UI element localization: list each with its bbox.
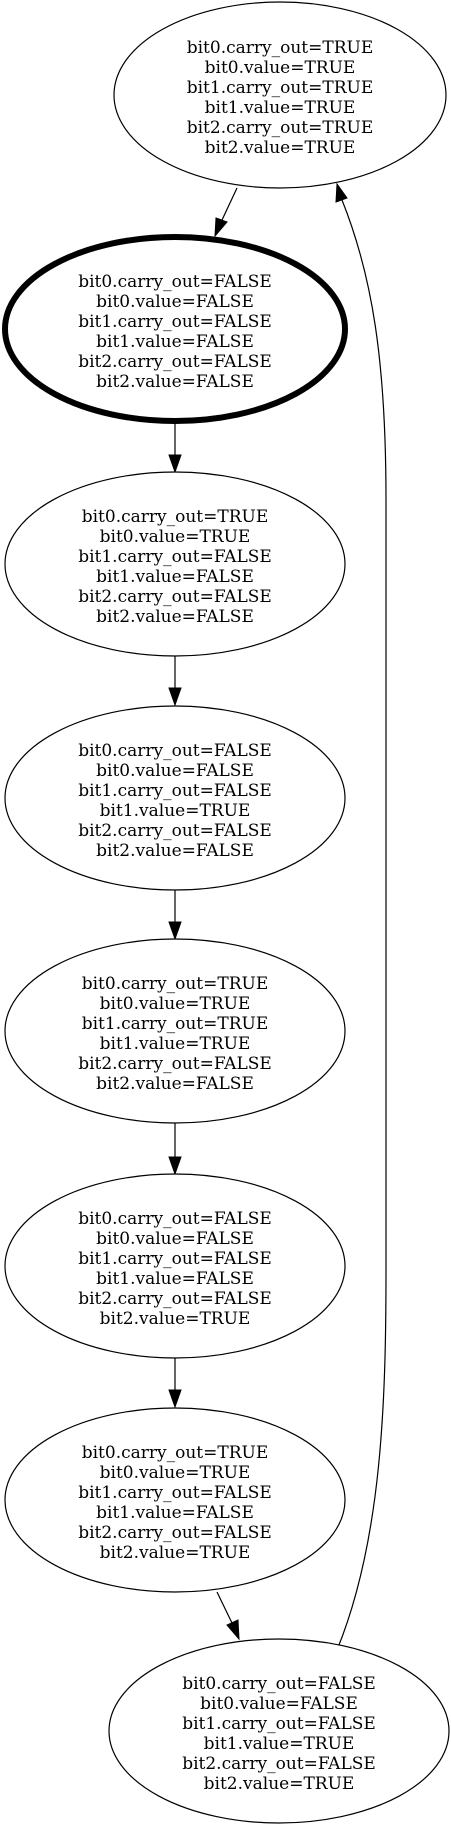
state-label-line: bit0.value=TRUE <box>100 1463 251 1483</box>
state-label-line: bit0.value=FALSE <box>200 1694 358 1714</box>
state-label-line: bit1.value=FALSE <box>96 567 254 587</box>
state-node[interactable]: bit0.carry_out=TRUE bit0.value=TRUE bit1… <box>4 471 346 657</box>
edge-s2-to-s3 <box>168 656 182 707</box>
arrowhead-icon <box>168 1156 182 1176</box>
state-node[interactable]: bit0.carry_out=FALSE bit0.value=FALSE bi… <box>4 705 346 891</box>
state-label-line: bit2.value=FALSE <box>96 372 254 392</box>
state-label-line: bit0.value=FALSE <box>96 761 254 781</box>
edge-s1-to-s2 <box>168 421 182 474</box>
state-node[interactable]: bit0.carry_out=TRUE bit0.value=TRUE bit1… <box>113 1 447 189</box>
edge-s5-to-s6 <box>168 1358 182 1409</box>
state-node[interactable]: bit0.carry_out=FALSE bit0.value=FALSE bi… <box>4 1173 346 1359</box>
state-ellipse <box>2 234 348 424</box>
state-label-line: bit0.carry_out=FALSE <box>182 1674 376 1694</box>
state-label-line: bit1.value=TRUE <box>205 98 356 118</box>
state-label-line: bit1.carry_out=FALSE <box>182 1714 376 1734</box>
state-node[interactable]: bit0.carry_out=TRUE bit0.value=TRUE bit1… <box>4 938 346 1124</box>
state-label-line: bit2.carry_out=FALSE <box>78 1523 272 1543</box>
arrowhead-icon <box>226 1619 240 1641</box>
state-label-line: bit2.value=TRUE <box>100 1543 251 1563</box>
state-label-line: bit1.carry_out=FALSE <box>78 547 272 567</box>
state-label-line: bit1.carry_out=FALSE <box>78 312 272 332</box>
edge-s7-to-s0 <box>335 182 387 1651</box>
edges <box>168 182 387 1651</box>
state-label-line: bit2.value=TRUE <box>204 1774 355 1794</box>
state-label-line: bit1.value=FALSE <box>96 1503 254 1523</box>
state-label-line: bit0.carry_out=TRUE <box>82 1443 269 1463</box>
edge-line <box>336 199 387 1651</box>
state-label-line: bit0.carry_out=FALSE <box>78 1209 272 1229</box>
state-label-line: bit2.carry_out=FALSE <box>78 352 272 372</box>
state-ellipse <box>4 938 346 1124</box>
state-label-line: bit1.carry_out=FALSE <box>78 1249 272 1269</box>
arrowhead-icon <box>168 1389 182 1409</box>
state-label-line: bit2.value=FALSE <box>96 607 254 627</box>
state-label-line: bit1.carry_out=FALSE <box>78 1483 272 1503</box>
state-label-line: bit2.value=FALSE <box>96 1074 254 1094</box>
state-node[interactable]: bit0.carry_out=TRUE bit0.value=TRUE bit1… <box>4 1407 346 1593</box>
arrowhead-icon <box>168 687 182 707</box>
state-label-line: bit1.value=FALSE <box>96 1269 254 1289</box>
state-ellipse <box>4 705 346 891</box>
state-label-line: bit0.value=FALSE <box>96 1229 254 1249</box>
state-ellipse <box>4 1173 346 1359</box>
state-ellipse <box>108 1638 450 1824</box>
state-label-line: bit0.value=FALSE <box>96 292 254 312</box>
state-label-line: bit2.carry_out=FALSE <box>182 1754 376 1774</box>
state-label-line: bit1.value=FALSE <box>96 332 254 352</box>
state-label-line: bit2.value=FALSE <box>96 841 254 861</box>
state-label-line: bit2.value=TRUE <box>205 138 356 158</box>
arrowhead-icon <box>335 182 348 203</box>
edge-s4-to-s5 <box>168 1123 182 1176</box>
arrowhead-icon <box>168 921 182 941</box>
state-label-line: bit2.carry_out=FALSE <box>78 821 272 841</box>
edge-line <box>216 1591 233 1624</box>
state-label-line: bit0.value=TRUE <box>100 994 251 1014</box>
state-label-line: bit1.carry_out=TRUE <box>187 78 374 98</box>
state-ellipse <box>113 1 447 189</box>
state-label-line: bit0.carry_out=TRUE <box>82 974 269 994</box>
state-label-line: bit2.carry_out=TRUE <box>187 118 374 138</box>
state-label-line: bit1.value=TRUE <box>100 801 251 821</box>
state-ellipse <box>4 471 346 657</box>
state-label-line: bit0.carry_out=FALSE <box>78 272 272 292</box>
state-label-line: bit2.carry_out=FALSE <box>78 1289 272 1309</box>
state-label-line: bit1.value=TRUE <box>100 1034 251 1054</box>
state-node[interactable]: bit0.carry_out=FALSE bit0.value=FALSE bi… <box>108 1638 450 1824</box>
arrowhead-icon <box>168 454 182 474</box>
state-label-line: bit1.value=TRUE <box>204 1734 355 1754</box>
edge-s6-to-s7 <box>216 1591 240 1641</box>
edge-s3-to-s4 <box>168 890 182 941</box>
edge-s0-to-s1 <box>214 187 238 238</box>
state-label-line: bit2.carry_out=FALSE <box>78 1054 272 1074</box>
state-label-line: bit2.value=TRUE <box>100 1309 251 1329</box>
state-label-line: bit0.carry_out=TRUE <box>187 38 374 58</box>
state-label-line: bit1.carry_out=TRUE <box>82 1014 269 1034</box>
state-node-initial[interactable]: bit0.carry_out=FALSE bit0.value=FALSE bi… <box>2 234 348 424</box>
arrowhead-icon <box>214 217 228 238</box>
state-label-line: bit1.carry_out=FALSE <box>78 781 272 801</box>
state-label-line: bit0.value=TRUE <box>100 527 251 547</box>
state-label-line: bit0.carry_out=FALSE <box>78 741 272 761</box>
edge-line <box>221 187 238 221</box>
state-label-line: bit0.value=TRUE <box>205 58 356 78</box>
state-ellipse <box>4 1407 346 1593</box>
state-label-line: bit0.carry_out=TRUE <box>82 507 269 527</box>
state-label-line: bit2.carry_out=FALSE <box>78 587 272 607</box>
